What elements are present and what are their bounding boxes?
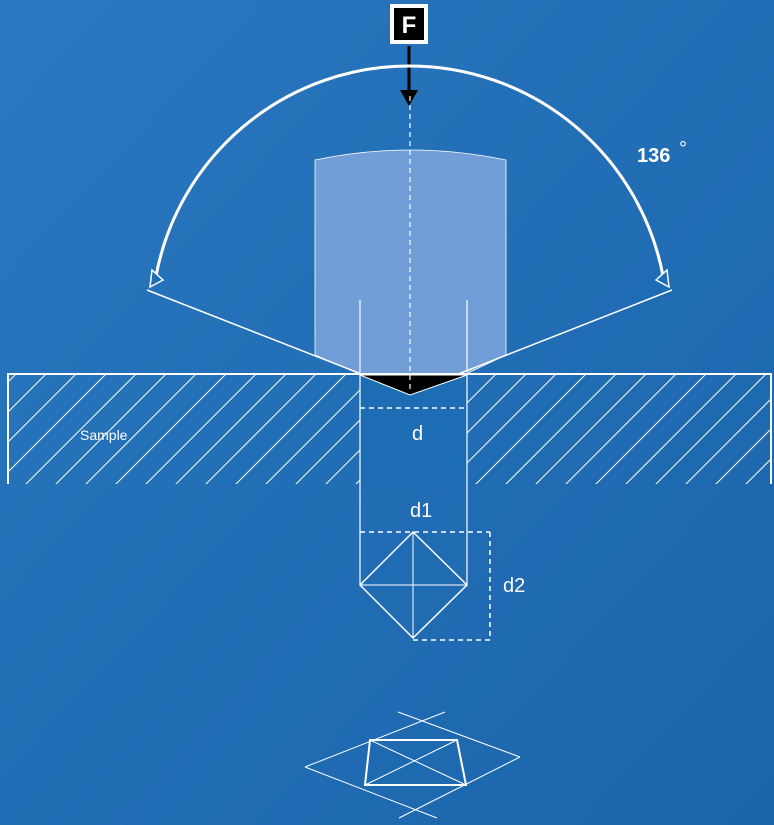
hatch-line — [85, 374, 197, 484]
angle-arc — [149, 64, 670, 289]
hatch-line — [25, 374, 137, 484]
hatch-line — [565, 374, 677, 484]
pyramid-edge-3 — [397, 711, 521, 758]
pyramid-diagonal-2 — [364, 739, 458, 786]
d1-label: d1 — [410, 500, 432, 522]
sample-label: Sample — [80, 427, 128, 443]
force-arrow-head — [400, 90, 418, 106]
degree-symbol: ° — [679, 138, 687, 160]
hatch-line — [8, 374, 47, 413]
force-indicator: F — [390, 4, 428, 106]
indentation — [359, 374, 468, 396]
hatch-line — [145, 374, 257, 484]
hatch-line — [8, 374, 77, 443]
pyramid-edge-4 — [398, 756, 521, 819]
hatch-line — [685, 397, 772, 484]
hatch-line — [655, 374, 767, 484]
hatch-line — [115, 374, 227, 484]
hatch-line — [535, 374, 647, 484]
angle-label: 136 — [637, 145, 670, 167]
d-label: d — [412, 423, 423, 445]
arc-arrowhead-left — [149, 268, 165, 289]
pyramid-perspective — [304, 711, 521, 819]
measurement-lines — [359, 96, 491, 641]
arc-path — [154, 64, 665, 277]
hatch-line — [745, 457, 772, 484]
hatch-line — [8, 374, 107, 473]
d2-label: d2 — [503, 575, 525, 597]
hatch-line — [505, 374, 617, 484]
hatch-line — [475, 374, 587, 484]
arc-arrowhead-right — [654, 268, 670, 289]
hatch-line — [205, 374, 317, 484]
indent-impression-top-view — [358, 530, 469, 640]
force-label-inner — [394, 8, 424, 40]
pyramid-diagonal-1 — [369, 739, 467, 786]
hatch-line — [175, 374, 287, 484]
force-label: F — [402, 12, 417, 39]
hatch-line — [595, 374, 707, 484]
hatch-line — [625, 374, 737, 484]
hatch-line — [55, 374, 167, 484]
hatch-line — [235, 374, 347, 484]
